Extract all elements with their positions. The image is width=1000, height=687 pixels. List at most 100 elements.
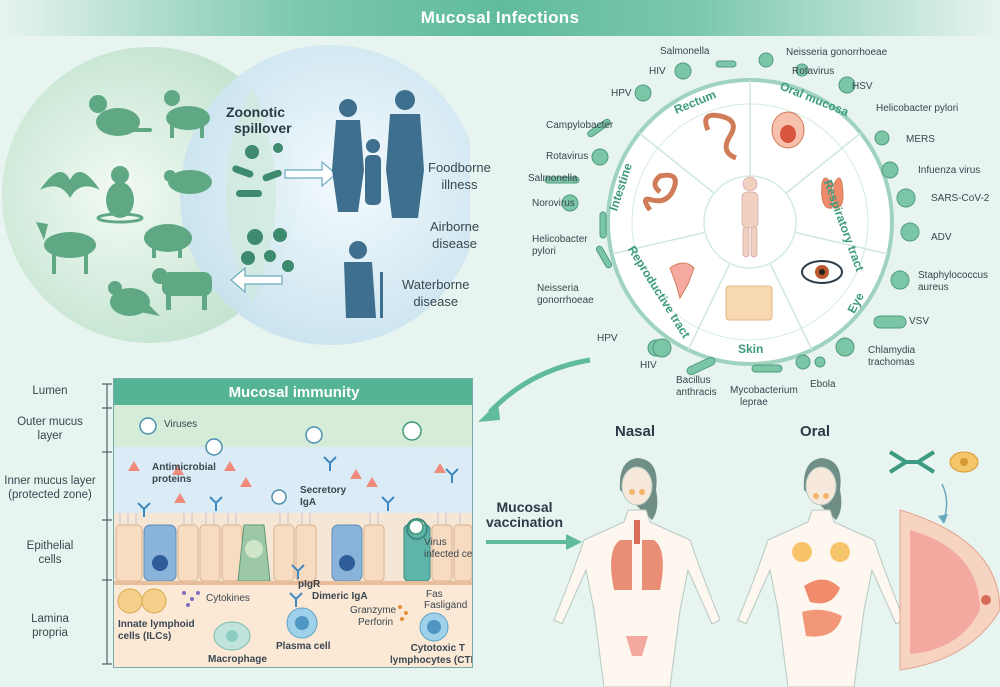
pathogen-norovirus: Norovirus bbox=[532, 198, 575, 209]
pathogen-chlamydia: Chlamydia bbox=[868, 345, 916, 356]
granzyme-label: Granzyme bbox=[350, 605, 397, 616]
pathogen-neisseria-left: Neisseria bbox=[537, 283, 579, 294]
page-title: Mucosal Infections bbox=[420, 8, 580, 27]
elder-icon bbox=[344, 241, 383, 318]
macrophage-icon bbox=[213, 621, 251, 651]
waterborne-label: Waterborne bbox=[402, 277, 470, 292]
antimicrobial-label: Antimicrobial bbox=[152, 462, 216, 473]
ilc-label: Innate lymphoid bbox=[118, 619, 195, 630]
airborne-label: Airborne bbox=[430, 219, 480, 234]
nasal-figure bbox=[553, 458, 721, 687]
fas-label: Fas bbox=[426, 589, 443, 600]
layer-lumen: Lumen bbox=[32, 385, 68, 397]
dimeric-iga-label: Dimeric IgA bbox=[312, 591, 368, 602]
pathogen-neisseria-top: Neisseria gonorrhoeae bbox=[786, 47, 888, 58]
immunity-title: Mucosal immunity bbox=[114, 379, 472, 405]
ctl-label: Cytotoxic T bbox=[410, 643, 466, 654]
eye-icon bbox=[801, 260, 843, 284]
oral-figure bbox=[737, 458, 905, 687]
mucosal-immunity-panel: Mucosal immunity Viruses Antimicrobial p… bbox=[113, 378, 473, 668]
fasligand-label: Fasligand bbox=[424, 600, 468, 611]
rectum-icon bbox=[703, 112, 738, 161]
pathogen-icons bbox=[544, 52, 920, 376]
body-icon bbox=[741, 176, 759, 258]
layer-epithelial: Epithelial bbox=[26, 540, 74, 552]
pathogen-hsv: HSV bbox=[852, 81, 873, 92]
title-banner: Mucosal Infections bbox=[0, 0, 1000, 36]
pathogen-vsv: VSV bbox=[909, 316, 930, 327]
monkey-icon bbox=[96, 166, 144, 224]
pathogen-hiv-bottom: HIV bbox=[640, 360, 657, 371]
skin-icon bbox=[725, 285, 773, 321]
pathogen-salmonella-top: Salmonella bbox=[660, 46, 710, 57]
pathogen-campylobacter: Campylobacter bbox=[546, 120, 614, 131]
goblet-cell-2 bbox=[237, 524, 271, 582]
antibody-icon bbox=[888, 450, 936, 474]
segment-skin: Skin bbox=[738, 342, 764, 356]
pathogen-ebola: Ebola bbox=[810, 379, 836, 390]
pathogen-wheel bbox=[606, 78, 894, 366]
spillover-arrow bbox=[284, 160, 337, 188]
pathogen-staphylococcus: Staphylococcus bbox=[918, 270, 989, 281]
viruses-label: Viruses bbox=[164, 419, 198, 430]
cow-icon bbox=[152, 268, 212, 310]
vaccination-arrow bbox=[486, 534, 582, 550]
pathogen-influenza: Infuenza virus bbox=[918, 165, 981, 176]
pathogen-rotavirus-top: Rotavirus bbox=[792, 66, 835, 77]
reverse-arrow bbox=[230, 266, 283, 294]
pathogen-sars: SARS-CoV-2 bbox=[931, 193, 990, 204]
cat-icon bbox=[89, 95, 152, 136]
cytokine-icon bbox=[182, 591, 200, 607]
pathogen-bacillus: Bacillus bbox=[676, 375, 711, 386]
layer-inner-mucus: Inner mucus layer bbox=[4, 475, 96, 487]
pathogen-helicobacter-right: Helicobacter pylori bbox=[876, 103, 959, 114]
breast-icon bbox=[899, 509, 1000, 671]
horse-icon bbox=[36, 222, 96, 274]
layer-outer-mucus: Outer mucus bbox=[17, 416, 83, 428]
ctl-icon bbox=[419, 612, 449, 642]
goblet-cell-3 bbox=[331, 524, 363, 582]
virus-icon bbox=[245, 145, 259, 159]
goblet-cell-1 bbox=[143, 524, 177, 582]
pathogen-rotavirus-left: Rotavirus bbox=[546, 151, 589, 162]
nasal-label: Nasal bbox=[615, 423, 656, 440]
foodborne-label: Foodborne bbox=[428, 160, 491, 175]
bat-icon bbox=[40, 172, 100, 198]
oral-label: Oral bbox=[800, 423, 831, 440]
perforin-label: Perforin bbox=[358, 617, 394, 628]
pathogen-mers: MERS bbox=[906, 134, 935, 145]
wheel-to-immunity-arrow bbox=[478, 357, 591, 422]
intestine-icon bbox=[643, 172, 678, 212]
uterus-icon bbox=[669, 262, 695, 300]
dog-icon bbox=[164, 90, 210, 138]
pathogen-hpv-top: HPV bbox=[611, 88, 632, 99]
virus-icon bbox=[139, 417, 157, 435]
pathogen-mycobacterium: Mycobacterium bbox=[730, 385, 798, 396]
pathogen-hpv-bottom: HPV bbox=[597, 333, 618, 344]
pigr-label: pIgR bbox=[298, 579, 321, 590]
macrophage-label: Macrophage bbox=[208, 654, 267, 665]
spillover-label: spillover bbox=[234, 120, 292, 137]
vaccination-figures bbox=[553, 450, 1000, 687]
pathogen-adv: ADV bbox=[931, 232, 952, 243]
cell-icon bbox=[949, 451, 979, 473]
ilc-icon bbox=[117, 588, 167, 614]
virus-infected-cell-label: Virus bbox=[424, 537, 447, 548]
mucosal-vaccination-label: Mucosal bbox=[496, 499, 553, 515]
lungs-icon bbox=[821, 177, 844, 209]
child-icon bbox=[365, 139, 381, 205]
layer-lamina-propria: Lamina bbox=[31, 613, 69, 625]
pig-icon bbox=[144, 224, 192, 258]
zoonotic-diagram bbox=[2, 45, 470, 345]
pathogen-hiv-top: HIV bbox=[649, 66, 666, 77]
bird-icon bbox=[108, 281, 160, 316]
man-icon bbox=[386, 90, 424, 218]
rodent-icon bbox=[164, 170, 212, 194]
plasma-cell-icon bbox=[286, 607, 318, 639]
secretory-iga-label: Secretory bbox=[300, 485, 347, 496]
zoonotic-label: Zoonotic bbox=[226, 104, 286, 120]
pathogen-helicobacter-left: Helicobacter bbox=[532, 234, 588, 245]
cytokines-label: Cytokines bbox=[206, 593, 250, 604]
woman-icon bbox=[332, 99, 364, 212]
layer-bracket bbox=[102, 383, 112, 665]
